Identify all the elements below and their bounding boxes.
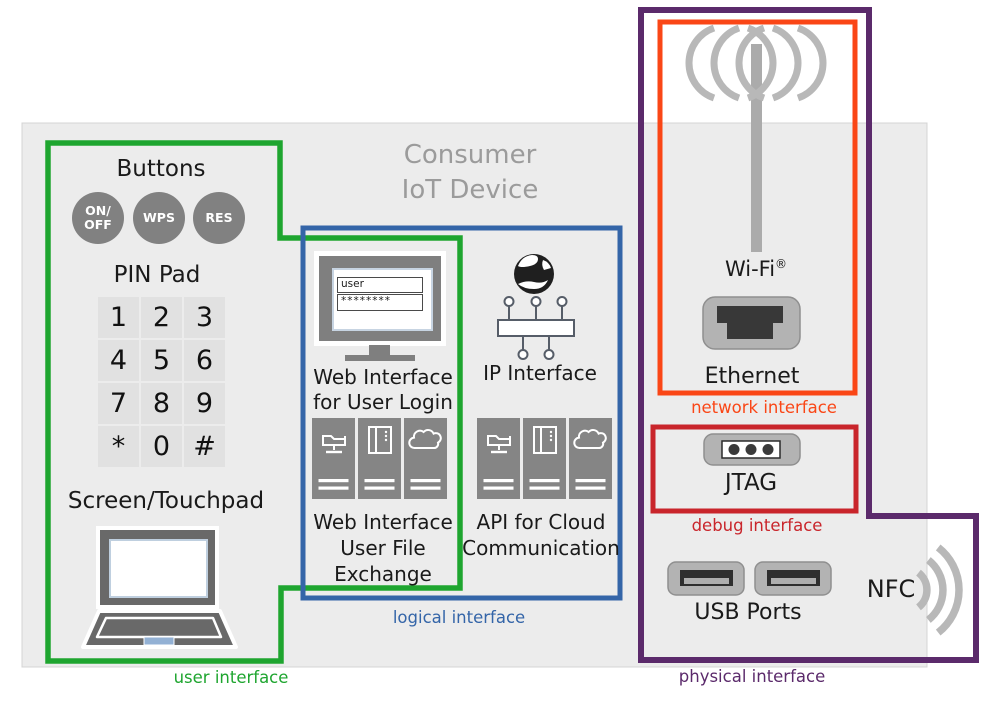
pinpad-key-8: 8 (141, 383, 182, 424)
power-button-label-line1: ON/ (85, 203, 111, 218)
file-exchange-servers-icon (310, 416, 449, 501)
nfc-waves-icon (915, 544, 963, 636)
physical-interface-frame (638, 7, 979, 663)
buttons-heading: Buttons (116, 156, 206, 182)
logical-interface-frame (300, 225, 623, 601)
wps-button-label: WPS (143, 210, 175, 225)
wifi-registered-mark: ® (775, 257, 788, 271)
api-caption-line2: Communication (462, 536, 620, 560)
ethernet-port-icon (702, 296, 801, 350)
pin-pad: 1 2 3 4 5 6 7 8 9 * 0 # (98, 297, 225, 467)
nfc-caption: NFC (866, 575, 916, 603)
usb-port-icon-2 (754, 561, 832, 596)
pinpad-key-6: 6 (184, 340, 225, 381)
pinpad-key-3: 3 (184, 297, 225, 338)
pinpad-key-5: 5 (141, 340, 182, 381)
ip-interface-caption: IP Interface (483, 361, 597, 385)
username-field: user (337, 277, 423, 293)
network-interface-frame (657, 19, 858, 396)
screen-touchpad-heading: Screen/Touchpad (67, 488, 265, 514)
reset-button: RES (193, 192, 245, 244)
login-caption-line1: Web Interface (313, 365, 453, 389)
pinpad-key-2: 2 (141, 297, 182, 338)
power-button: ON/ OFF (72, 192, 124, 244)
password-field: ******** (337, 294, 423, 311)
user-interface-label: user interface (173, 668, 289, 687)
logical-interface-label: logical interface (392, 608, 526, 627)
jtag-connector-icon (703, 433, 801, 466)
pinpad-key-7: 7 (98, 383, 139, 424)
physical-interface-label: physical interface (678, 667, 826, 686)
laptop-icon (81, 526, 238, 649)
login-caption-line2: for User Login (313, 390, 453, 414)
device-title-line1: Consumer (403, 140, 537, 170)
pinpad-key-star: * (98, 426, 139, 467)
file-caption-line1: Web Interface (313, 510, 453, 534)
pinpad-key-0: 0 (141, 426, 182, 467)
usb-ports-caption: USB Ports (694, 600, 802, 625)
pinpad-key-hash: # (184, 426, 225, 467)
api-cloud-servers-icon (475, 416, 614, 501)
network-switch-icon (497, 296, 575, 360)
network-interface-label: network interface (691, 398, 837, 417)
wifi-caption-text: Wi-Fi (724, 257, 776, 281)
jtag-caption: JTAG (724, 470, 778, 496)
power-button-label-line2: OFF (84, 217, 112, 232)
usb-port-icon-1 (667, 561, 745, 596)
ethernet-caption: Ethernet (704, 364, 800, 389)
user-interface-frame (45, 140, 463, 664)
device-title-line2: IoT Device (401, 175, 539, 205)
pinpad-key-1: 1 (98, 297, 139, 338)
api-caption-line1: API for Cloud (476, 510, 606, 534)
debug-interface-frame (650, 424, 859, 514)
file-caption-line3: Exchange (334, 562, 432, 586)
pinpad-key-4: 4 (98, 340, 139, 381)
wifi-antenna-icon (685, 24, 827, 252)
pinpad-key-9: 9 (184, 383, 225, 424)
debug-interface-label: debug interface (691, 516, 823, 535)
file-caption-line2: User File (340, 536, 426, 560)
pinpad-heading: PIN Pad (113, 262, 201, 288)
wps-button: WPS (133, 192, 185, 244)
wifi-caption: Wi-Fi® (724, 257, 788, 281)
globe-icon (514, 254, 554, 294)
reset-button-label: RES (205, 210, 233, 225)
